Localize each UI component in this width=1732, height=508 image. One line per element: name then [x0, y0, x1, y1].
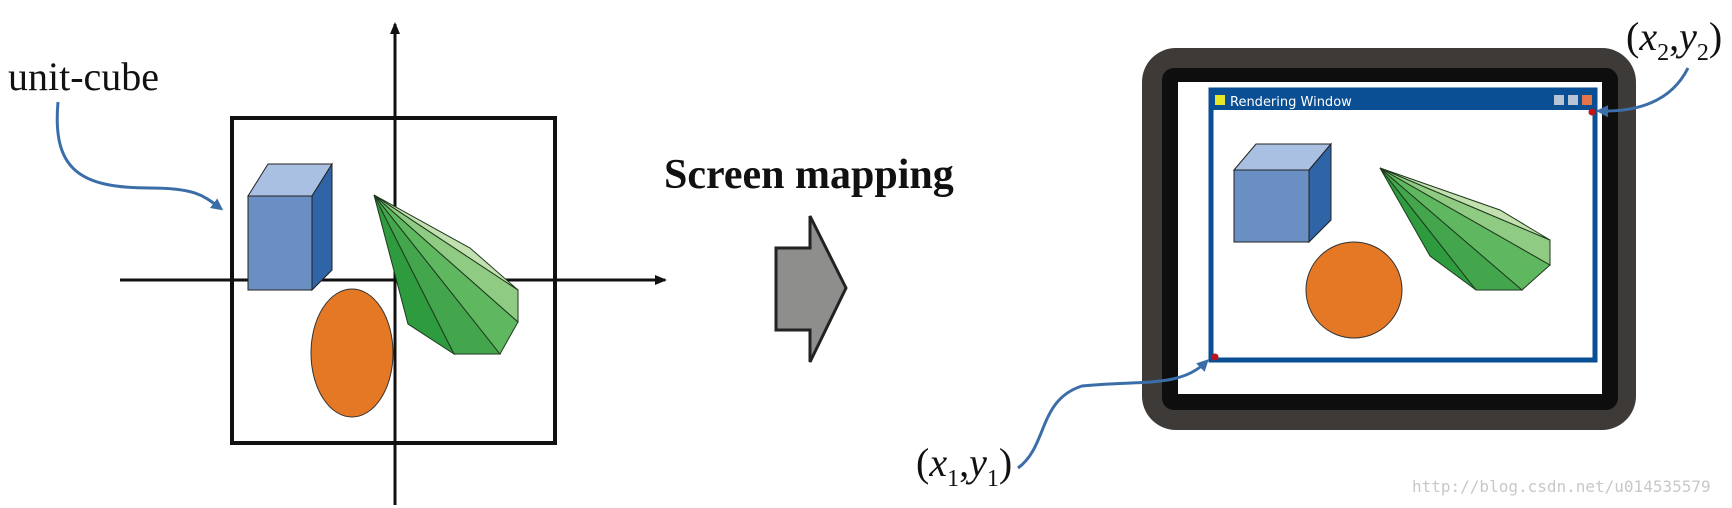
top-right-pointer-arrow — [1596, 67, 1690, 118]
unit-cube-scene: unit-cube — [8, 22, 667, 505]
mapping-arrow — [774, 215, 848, 363]
window-app-icon — [1215, 95, 1225, 105]
unit-cube-boundary — [230, 116, 557, 445]
bottom-left-pointer-arrow — [1017, 359, 1209, 470]
green-cone — [373, 194, 519, 356]
coord-label-top-right: (x2,y2) — [1626, 14, 1722, 66]
watermark: http://blog.csdn.net/u014535579 — [1412, 477, 1711, 496]
coord-label-bottom-left: (x1,y1) — [916, 440, 1012, 492]
screen-mapping-title: Screen mapping — [664, 152, 954, 198]
window-close-button[interactable] — [1582, 95, 1592, 105]
cube-front-face — [247, 195, 313, 291]
rendering-window-title: Rendering Window — [1230, 95, 1352, 110]
orange-ellipse — [310, 288, 394, 418]
rendering-window[interactable]: Rendering Window — [1208, 87, 1598, 363]
window-green-cone — [1379, 167, 1551, 291]
corner-marker-bottom-left — [1211, 353, 1219, 361]
rendering-window-titlebar[interactable] — [1211, 90, 1595, 110]
blue-cube — [247, 162, 333, 292]
unit-cube-pointer-arrow — [55, 101, 224, 211]
window-minimize-button[interactable] — [1554, 95, 1564, 105]
window-orange-circle — [1305, 241, 1403, 339]
unit-cube-label: unit-cube — [8, 54, 159, 99]
window-blue-cube — [1232, 142, 1333, 244]
window-maximize-button[interactable] — [1568, 95, 1578, 105]
corner-marker-top-right — [1588, 108, 1596, 116]
